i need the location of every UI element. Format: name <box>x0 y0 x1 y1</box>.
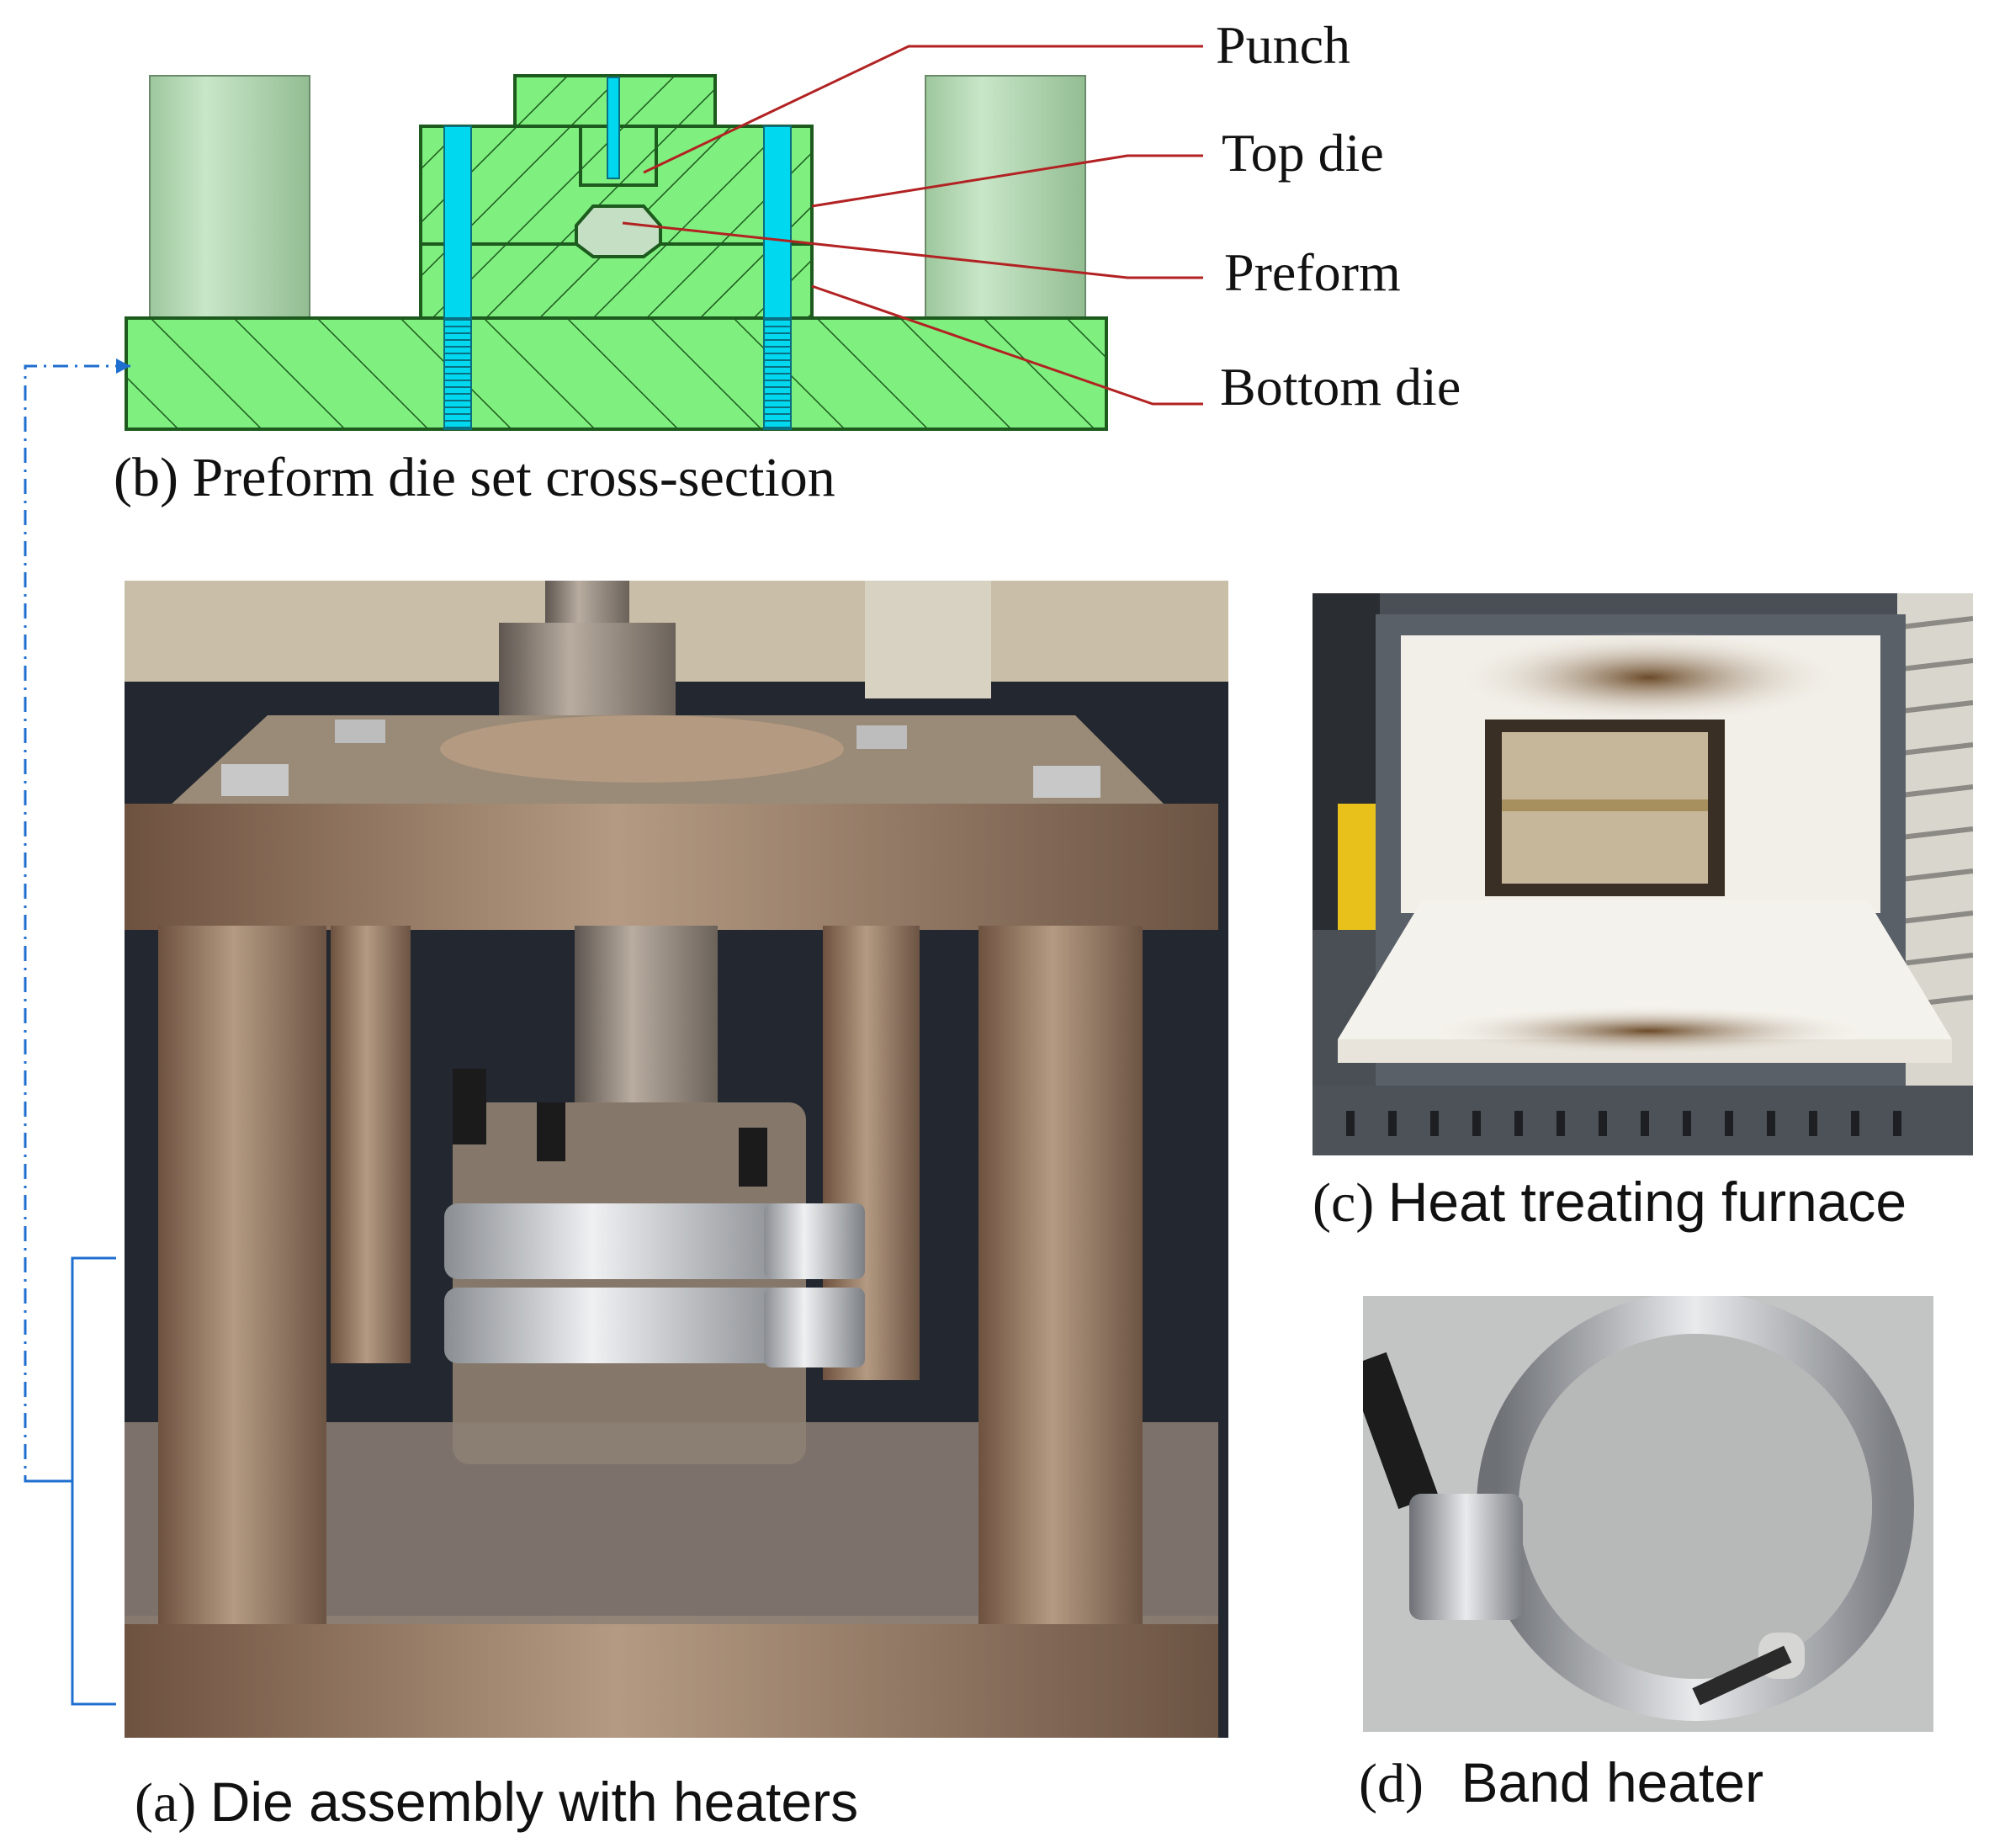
caption-d: (d) Band heater <box>1359 1755 1763 1812</box>
guide-pillar-left <box>149 75 310 321</box>
photo-band-heater <box>1363 1296 1933 1732</box>
preform <box>575 204 662 258</box>
bolt-left-thread <box>443 317 472 430</box>
connector-bracket <box>24 358 130 1706</box>
caption-b-prefix: (b) <box>114 447 178 508</box>
guide-pillar-right <box>925 75 1086 321</box>
caption-b: (b) Preform die set cross-section <box>114 450 835 506</box>
caption-c: (c) Heat treating furnace <box>1313 1174 1906 1231</box>
label-bottom-die: Bottom die <box>1220 357 1461 417</box>
leader-punch <box>643 45 1203 174</box>
band-heater-illustration <box>1363 1296 1933 1732</box>
label-punch: Punch <box>1216 15 1350 75</box>
photo-heat-treating-furnace <box>1313 593 1973 1155</box>
bolt-right-thread <box>763 317 792 430</box>
caption-a-prefix: (a) <box>135 1772 197 1834</box>
furnace-illustration <box>1313 593 1973 1155</box>
leader-bottom-die <box>811 284 1203 406</box>
cross-section-diagram <box>125 45 1203 431</box>
caption-d-prefix: (d) <box>1359 1753 1424 1814</box>
caption-a-text: Die assembly with heaters <box>209 1771 859 1833</box>
leader-top-die <box>811 154 1203 208</box>
caption-d-text: Band heater <box>1461 1751 1764 1813</box>
base-plate <box>125 316 1108 431</box>
caption-c-text: Heat treating furnace <box>1387 1171 1907 1233</box>
leader-preform <box>622 221 1203 279</box>
bolt-right <box>763 125 792 319</box>
caption-b-text: Preform die set cross-section <box>192 447 835 508</box>
bolt-left <box>443 125 472 319</box>
punch-vent <box>607 77 620 179</box>
caption-c-prefix: (c) <box>1313 1172 1375 1234</box>
caption-a: (a) Die assembly with heaters <box>135 1774 858 1831</box>
die-assembly-illustration <box>125 581 1228 1738</box>
label-preform: Preform <box>1224 242 1401 302</box>
label-top-die: Top die <box>1222 123 1384 183</box>
photo-die-assembly <box>125 581 1228 1738</box>
